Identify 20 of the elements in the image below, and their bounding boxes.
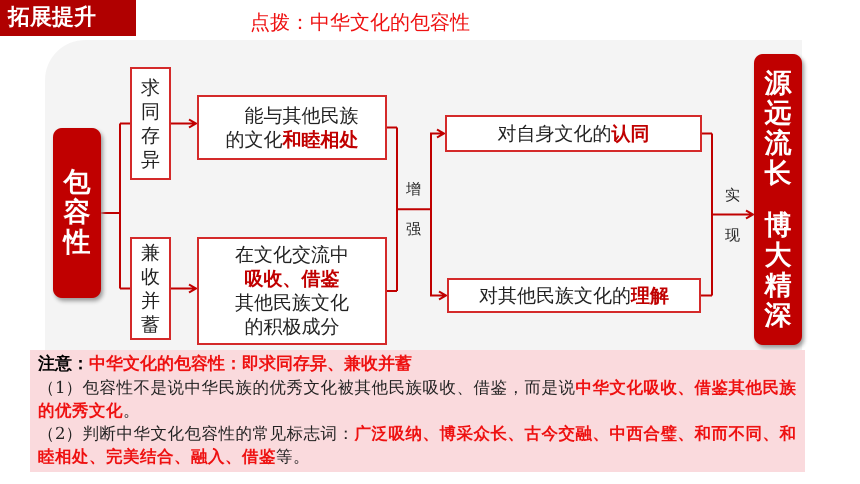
meaning-box: 在文化交流中吸收、借鉴其他民族文化的积极成分 bbox=[197, 237, 387, 345]
note-text: （2）判断中华文化包容性的常见标志词：广泛吸纳、博采众长、古今交融、中西合璧、和而不同、和睦相处、完美结合、融入、借鉴等。 bbox=[38, 423, 797, 468]
edge-label: 实现 bbox=[725, 184, 741, 246]
conclusion-box: 源远流长 博大精深 bbox=[754, 54, 802, 345]
result-box: 对其他民族文化的理解 bbox=[447, 278, 701, 313]
result-box: 对自身文化的认同 bbox=[445, 115, 702, 152]
arrow bbox=[171, 284, 197, 294]
edge-label: 增强 bbox=[406, 179, 422, 240]
subtitle: 点拨：中华文化的包容性 bbox=[250, 9, 470, 36]
note-text: （1）包容性不是说中华民族的优秀文化被其他民族吸收、借鉴，而是说中华文化吸收、借鉴其他民族的优秀文化。 bbox=[38, 377, 797, 422]
aspect-box: 求同存异 bbox=[130, 67, 171, 180]
section-tab: 拓展提升 bbox=[0, 0, 136, 36]
term-box: 包容性 bbox=[53, 128, 101, 298]
meaning-box: 能与其他民族的文化和睦相处 bbox=[197, 95, 387, 160]
bracket-connector bbox=[100, 122, 131, 290]
arrow bbox=[171, 118, 197, 128]
bracket-arrow bbox=[700, 132, 754, 296]
aspect-box: 兼收并蓄 bbox=[130, 237, 171, 340]
bracket-arrow bbox=[386, 126, 447, 300]
note-heading: 注意：中华文化的包容性：即求同存异、兼收并蓄 bbox=[38, 353, 413, 376]
